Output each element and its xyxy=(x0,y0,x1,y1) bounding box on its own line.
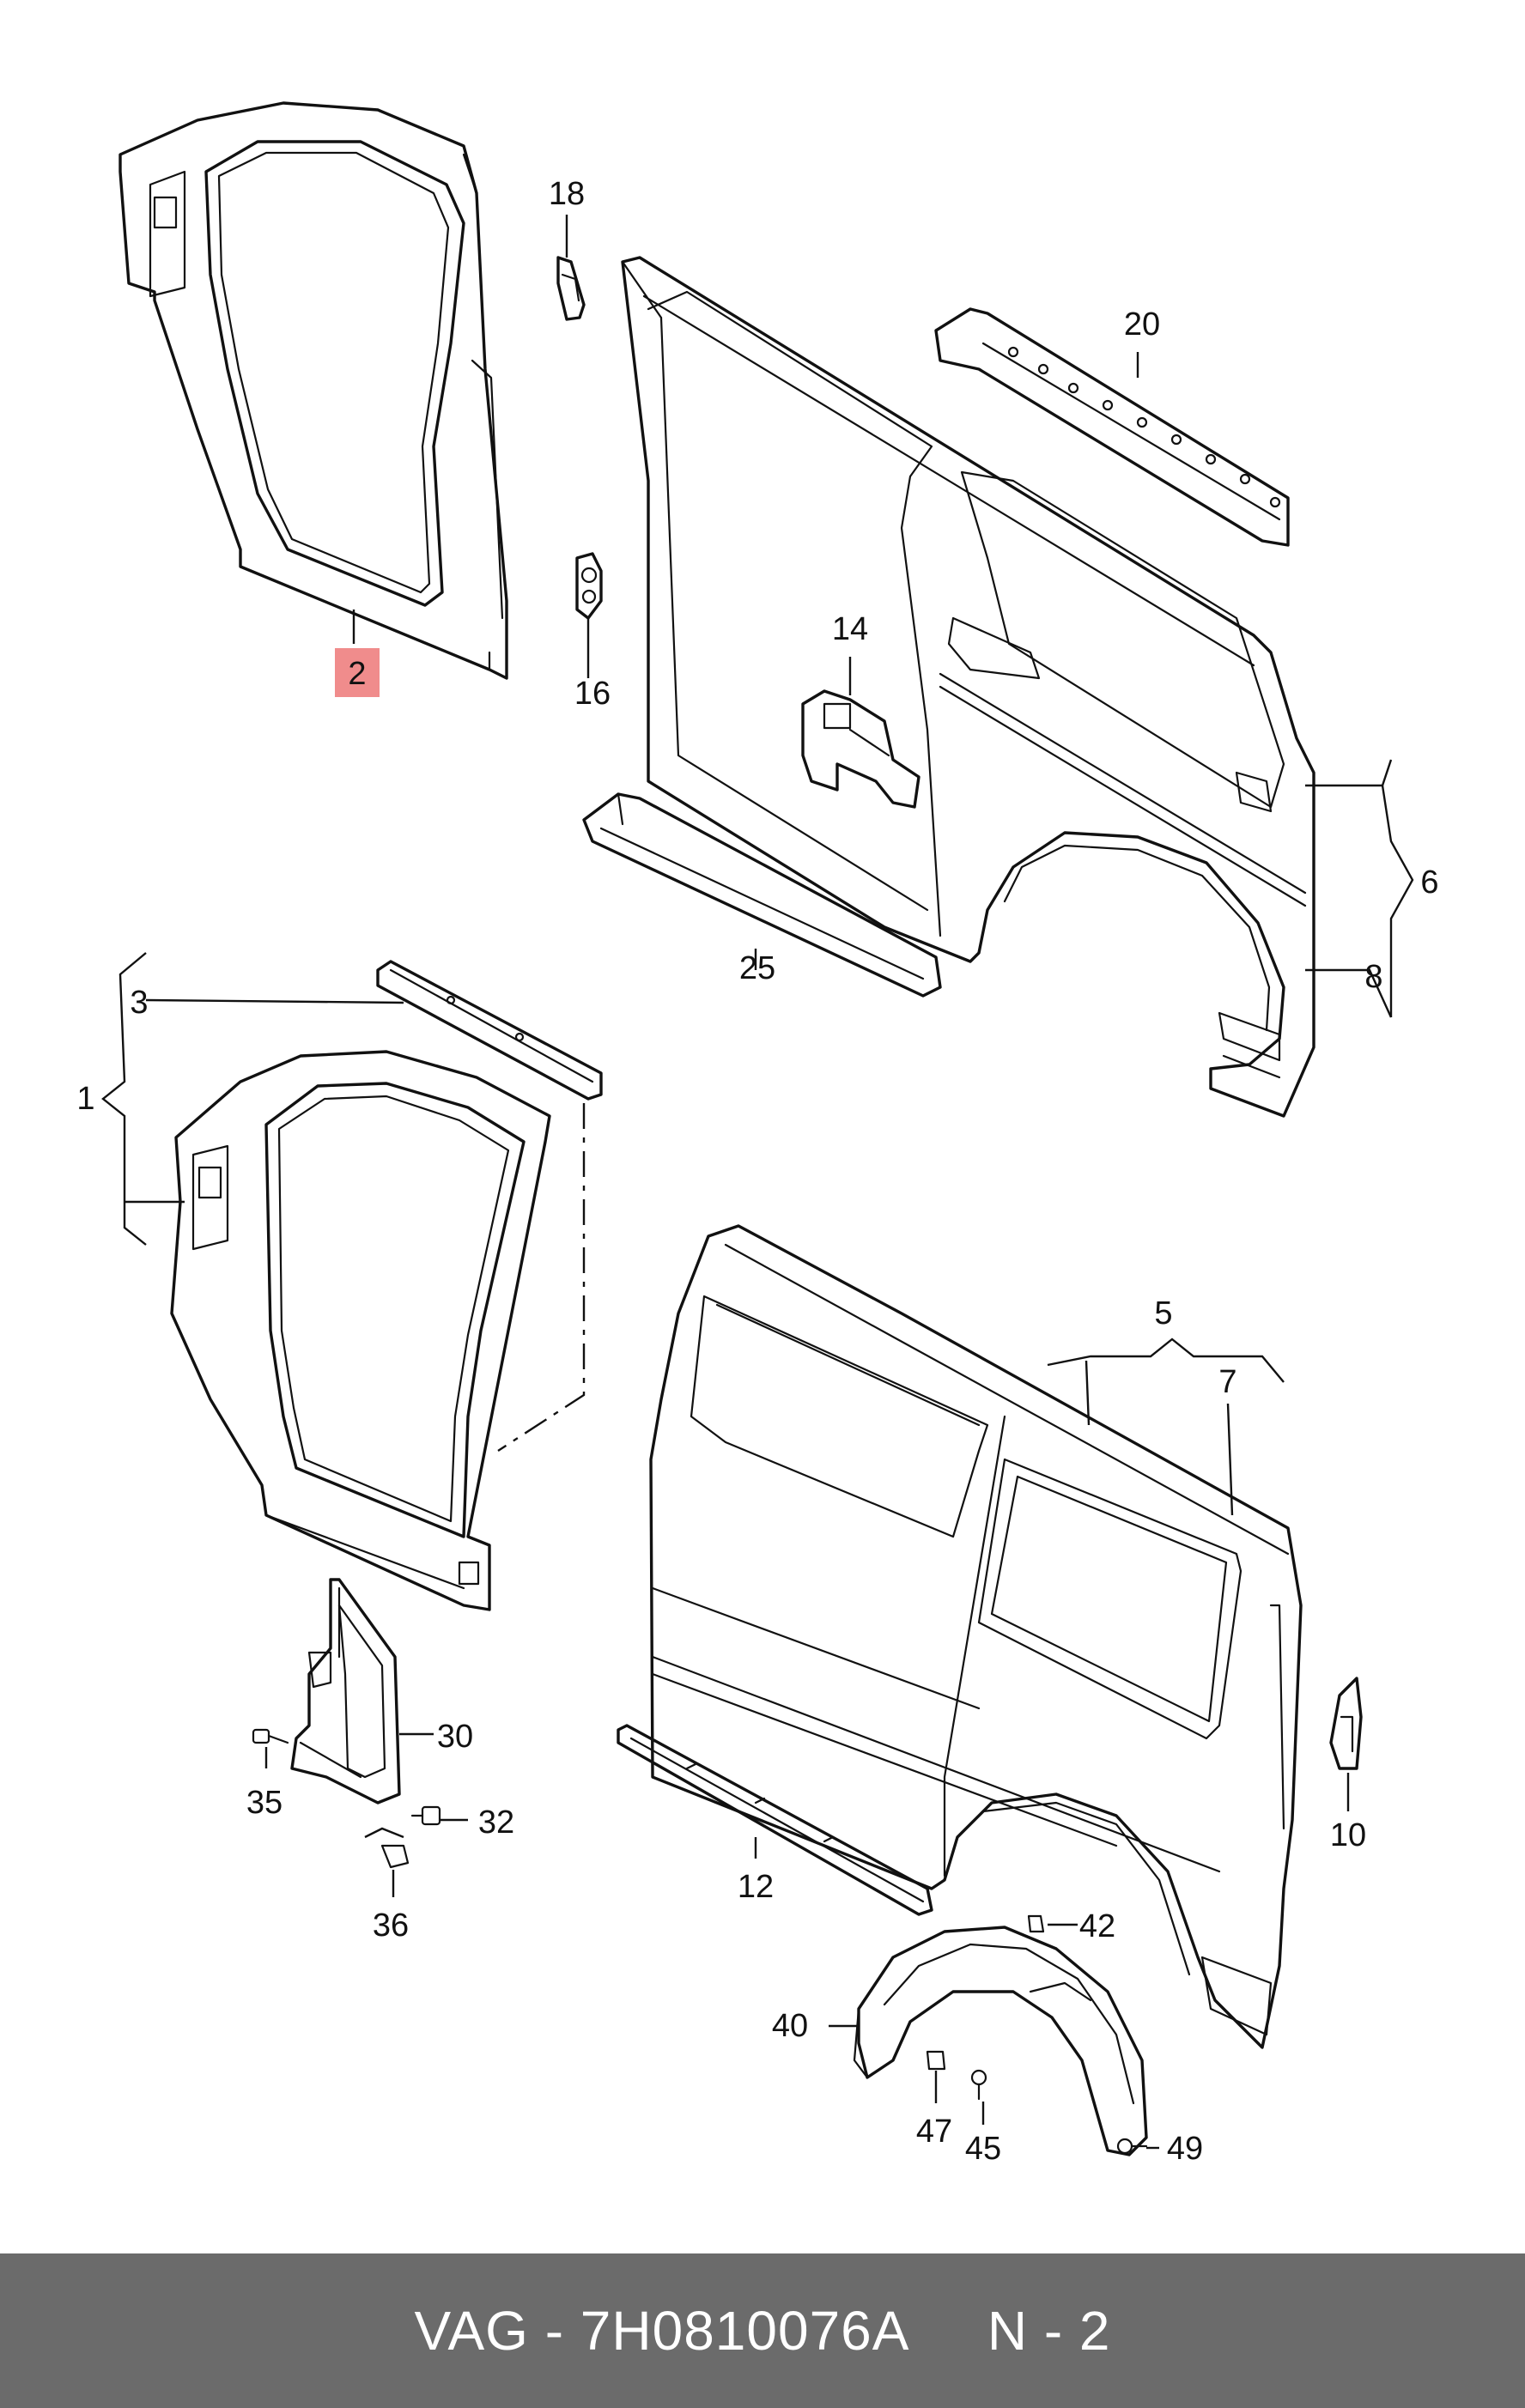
part-14-bracket[interactable] xyxy=(801,689,920,809)
part-42-clip[interactable] xyxy=(1027,1914,1045,1933)
callout-1[interactable]: 1 xyxy=(76,1081,94,1117)
callout-7[interactable]: 7 xyxy=(1218,1364,1236,1400)
part-49-screw[interactable] xyxy=(1116,2138,1148,2155)
callout-10[interactable]: 10 xyxy=(1330,1817,1366,1853)
part-2-door-frame[interactable] xyxy=(118,101,508,680)
part-1-pillar-assembly[interactable] xyxy=(170,1050,551,1611)
callout-40[interactable]: 40 xyxy=(772,2008,808,2044)
part-35-screw[interactable] xyxy=(252,1728,289,1744)
callout-14[interactable]: 14 xyxy=(832,611,868,647)
callout-47[interactable]: 47 xyxy=(916,2114,952,2150)
callout-20[interactable]: 20 xyxy=(1124,306,1160,343)
part-30-bracket[interactable] xyxy=(290,1578,401,1804)
callout-36[interactable]: 36 xyxy=(373,1908,409,1944)
phantom-line xyxy=(497,1103,586,1453)
part-3-roof-strip[interactable] xyxy=(376,960,603,1101)
callout-2[interactable]: 2 xyxy=(348,656,366,692)
part-32-screw[interactable] xyxy=(410,1805,441,1826)
callout-42[interactable]: 42 xyxy=(1079,1908,1115,1944)
callout-5[interactable]: 5 xyxy=(1154,1295,1172,1331)
part-40-wheel-arch-liner[interactable] xyxy=(853,1926,1148,2156)
part-12-sill[interactable] xyxy=(617,1724,933,1916)
callout-12[interactable]: 12 xyxy=(738,1869,774,1905)
callout-25[interactable]: 25 xyxy=(739,950,775,986)
part-47-clip[interactable] xyxy=(926,2050,946,2071)
part-18-bracket[interactable] xyxy=(556,256,586,321)
part-20-roof-rail[interactable] xyxy=(934,307,1290,547)
part-25-sill[interactable] xyxy=(582,792,942,998)
callout-35[interactable]: 35 xyxy=(246,1785,283,1821)
part-number-label: VAG - 7H0810076A N - 2 xyxy=(414,2300,1111,2362)
part-16-bracket[interactable] xyxy=(575,552,603,620)
callout-32[interactable]: 32 xyxy=(478,1804,514,1841)
callout-2-highlight[interactable] xyxy=(335,648,380,697)
callout-45[interactable]: 45 xyxy=(965,2131,1001,2167)
callout-49[interactable]: 49 xyxy=(1167,2131,1203,2167)
callout-16[interactable]: 16 xyxy=(574,676,611,712)
part-6-side-panel-assembly[interactable] xyxy=(621,256,1315,1118)
callout-6[interactable]: 6 xyxy=(1420,864,1438,901)
part-45-screw[interactable] xyxy=(970,2069,987,2101)
callout-18[interactable]: 18 xyxy=(549,176,585,212)
parts-diagram: 2 18 16 14 20 25 6 8 3 1 5 7 30 35 32 36… xyxy=(76,101,1439,2167)
callout-30[interactable]: 30 xyxy=(437,1719,473,1755)
footer-bar: VAG - 7H0810076A N - 2 xyxy=(0,2253,1525,2408)
callout-8[interactable]: 8 xyxy=(1364,959,1382,995)
callout-labels: 2 18 16 14 20 25 6 8 3 1 5 7 30 35 32 36… xyxy=(76,176,1438,2167)
part-36-clip[interactable] xyxy=(364,1827,410,1869)
leader-lines xyxy=(101,215,1414,2150)
callout-3[interactable]: 3 xyxy=(130,985,148,1021)
part-10-bracket[interactable] xyxy=(1329,1677,1363,1770)
part-5-side-panel[interactable] xyxy=(649,1224,1303,2049)
